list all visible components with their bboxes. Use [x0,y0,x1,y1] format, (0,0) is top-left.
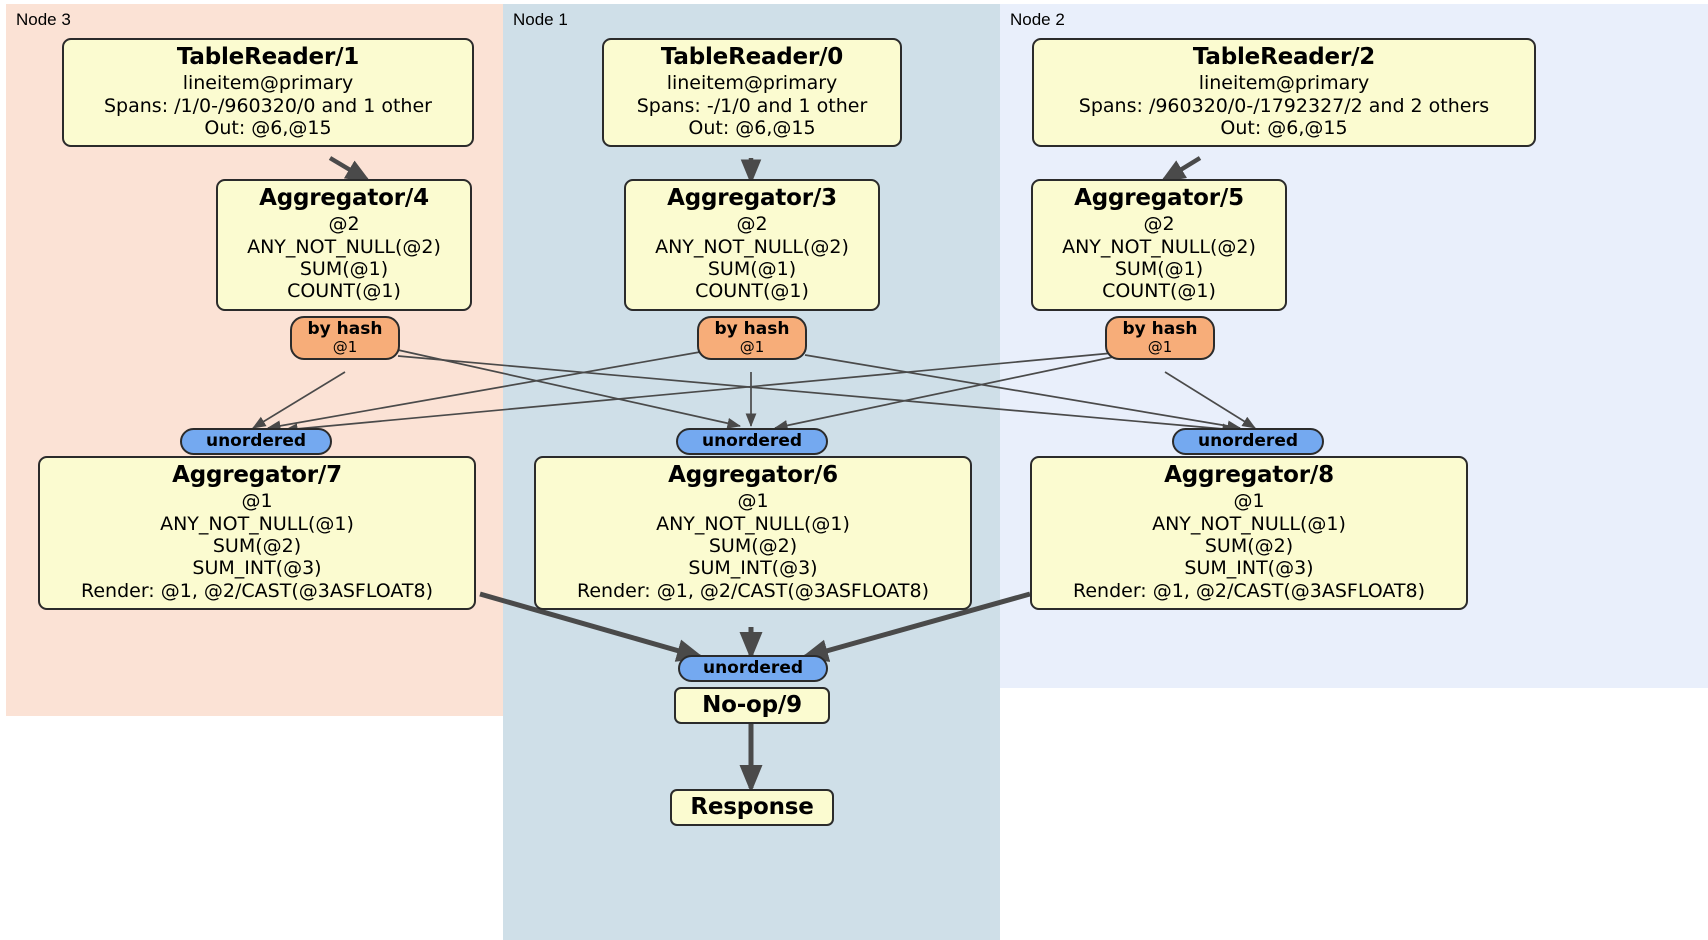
badge-sublabel: @1 [332,338,358,357]
processor-line: Spans: /1/0-/960320/0 and 1 other [104,94,432,117]
processor-line: SUM(@2) [708,534,798,557]
node-label-node1: Node 1 [513,10,568,29]
processor-line: Spans: -/1/0 and 1 other [636,94,868,117]
processor-title: Aggregator/3 [667,185,837,211]
processor-line: @2 [328,213,360,236]
processor-line: SUM_INT(@3) [688,557,818,580]
processor-tablereader2[interactable]: TableReader/2 lineitem@primary Spans: /9… [1032,38,1536,148]
processor-aggregator3[interactable]: Aggregator/3 @2 ANY_NOT_NULL(@2) SUM(@1)… [624,179,880,311]
badge-by-hash-aggregator3[interactable]: by hash @1 [697,316,807,360]
processor-title: Response [690,794,814,820]
processor-aggregator4[interactable]: Aggregator/4 @2 ANY_NOT_NULL(@2) SUM(@1)… [216,179,472,311]
processor-line: @1 [737,490,769,513]
processor-line: Render: @1, @2/CAST(@3ASFLOAT8) [1073,579,1425,602]
badge-sublabel: @1 [1147,338,1173,357]
processor-title: Aggregator/7 [172,462,342,488]
processor-line: COUNT(@1) [287,280,401,303]
processor-aggregator6[interactable]: Aggregator/6 @1 ANY_NOT_NULL(@1) SUM(@2)… [534,456,972,611]
processor-noop9[interactable]: No-op/9 [674,687,830,725]
badge-label: unordered [701,431,803,451]
processor-aggregator5[interactable]: Aggregator/5 @2 ANY_NOT_NULL(@2) SUM(@1)… [1031,179,1287,311]
processor-line: SUM_INT(@3) [1184,557,1314,580]
processor-tablereader1[interactable]: TableReader/1 lineitem@primary Spans: /1… [62,38,474,148]
processor-line: Out: @6,@15 [204,116,332,139]
processor-tablereader0[interactable]: TableReader/0 lineitem@primary Spans: -/… [602,38,902,148]
processor-title: Aggregator/6 [668,462,838,488]
processor-line: SUM(@2) [1204,534,1294,557]
processor-line: lineitem@primary [666,72,838,95]
processor-title: Aggregator/5 [1074,185,1244,211]
processor-line: @2 [736,213,768,236]
node-label-node3: Node 3 [16,10,71,29]
badge-label: unordered [1197,431,1299,451]
processor-line: SUM(@1) [707,257,797,280]
processor-line: ANY_NOT_NULL(@1) [656,512,850,535]
processor-line: lineitem@primary [1198,72,1370,95]
badge-sublabel: @1 [739,338,765,357]
badge-unordered-aggregator8[interactable]: unordered [1172,428,1324,456]
processor-line: ANY_NOT_NULL(@2) [655,235,849,258]
processor-line: COUNT(@1) [695,280,809,303]
processor-line: @1 [241,490,273,513]
processor-title: TableReader/0 [660,44,844,70]
processor-line: ANY_NOT_NULL(@1) [160,512,354,535]
processor-title: TableReader/2 [1192,44,1376,70]
badge-unordered-final[interactable]: unordered [678,655,828,683]
badge-label: unordered [205,431,307,451]
processor-line: lineitem@primary [182,72,354,95]
badge-label: unordered [702,658,804,678]
processor-line: ANY_NOT_NULL(@2) [247,235,441,258]
processor-response[interactable]: Response [670,789,834,827]
badge-unordered-aggregator7[interactable]: unordered [180,428,332,456]
processor-line: Spans: /960320/0-/1792327/2 and 2 others [1078,94,1490,117]
processor-line: Render: @1, @2/CAST(@3ASFLOAT8) [81,579,433,602]
processor-title: No-op/9 [702,692,802,718]
processor-line: Out: @6,@15 [688,116,816,139]
badge-by-hash-aggregator5[interactable]: by hash @1 [1105,316,1215,360]
badge-label: by hash [714,319,790,339]
processor-aggregator7[interactable]: Aggregator/7 @1 ANY_NOT_NULL(@1) SUM(@2)… [38,456,476,611]
badge-label: by hash [1122,319,1198,339]
processor-line: @2 [1143,213,1175,236]
processor-line: @1 [1233,490,1265,513]
processor-line: ANY_NOT_NULL(@1) [1152,512,1346,535]
processor-line: Render: @1, @2/CAST(@3ASFLOAT8) [577,579,929,602]
node-label-node2: Node 2 [1010,10,1065,29]
processor-line: COUNT(@1) [1102,280,1216,303]
badge-label: by hash [307,319,383,339]
processor-line: SUM(@2) [212,534,302,557]
processor-title: Aggregator/4 [259,185,429,211]
processor-line: SUM(@1) [1114,257,1204,280]
processor-line: Out: @6,@15 [1220,116,1348,139]
processor-line: SUM_INT(@3) [192,557,322,580]
processor-title: TableReader/1 [176,44,360,70]
badge-unordered-aggregator6[interactable]: unordered [676,428,828,456]
processor-aggregator8[interactable]: Aggregator/8 @1 ANY_NOT_NULL(@1) SUM(@2)… [1030,456,1468,611]
processor-line: SUM(@1) [299,257,389,280]
badge-by-hash-aggregator4[interactable]: by hash @1 [290,316,400,360]
processor-line: ANY_NOT_NULL(@2) [1062,235,1256,258]
processor-title: Aggregator/8 [1164,462,1334,488]
